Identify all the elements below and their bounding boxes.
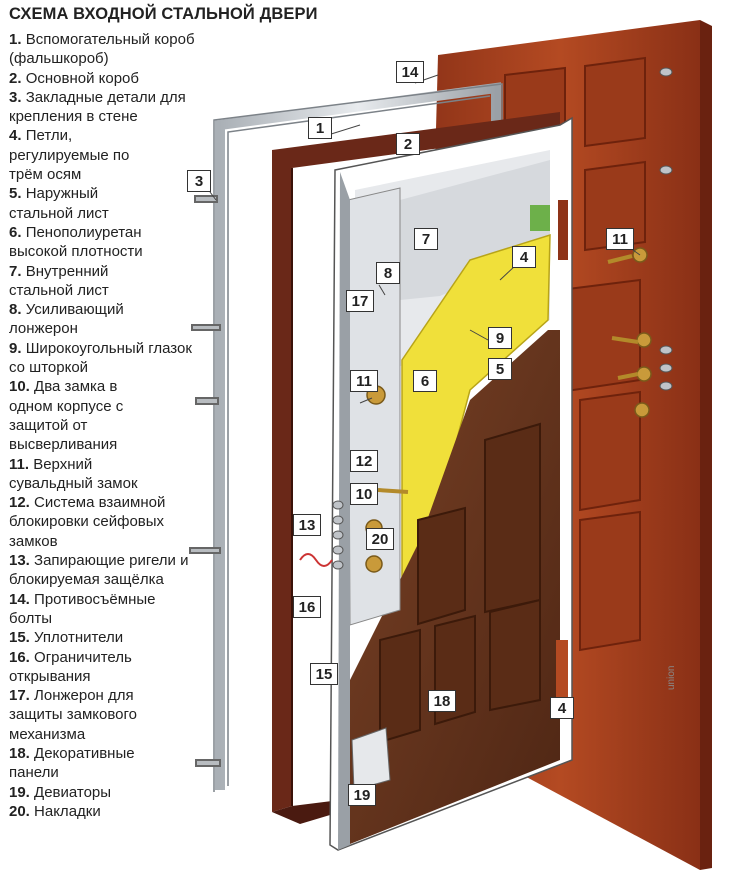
legend-item: 20. Накладки — [9, 802, 101, 820]
callout-11-outer: 11 — [606, 228, 634, 250]
legend-item: 6. Пенополиуретан высокой плотности — [9, 223, 143, 261]
callout-10: 10 — [350, 483, 378, 505]
callout-19: 19 — [348, 784, 376, 806]
locking-bolts — [332, 500, 344, 570]
callout-16: 16 — [293, 596, 321, 618]
main-frame — [272, 112, 560, 824]
callout-13: 13 — [293, 514, 321, 536]
callout-12: 12 — [350, 450, 378, 472]
legend-item: 5. Наружный стальной лист — [9, 185, 109, 222]
callout-14: 14 — [396, 61, 424, 83]
legend-item: 14. Противосъёмные болты — [9, 590, 156, 627]
legend-item: 10. Два замка в одном корпусе с защитой … — [9, 378, 124, 454]
callout-4-outer: 4 — [550, 697, 574, 719]
inner-door-leaf — [329, 116, 573, 851]
legend-item: 7. Внутренний стальной лист — [9, 262, 109, 299]
legend-item: 16. Ограничитель открывания — [9, 648, 132, 685]
deviator — [351, 727, 391, 791]
callout-15: 15 — [310, 663, 338, 685]
callout-2: 2 — [396, 133, 420, 155]
callout-20: 20 — [366, 528, 394, 550]
callout-17: 17 — [346, 290, 374, 312]
callout-7: 7 — [414, 228, 438, 250]
callout-3: 3 — [187, 170, 211, 192]
legend: 1. Вспомогательный короб (фальшкороб) 2.… — [9, 30, 209, 821]
callout-11: 11 — [350, 370, 378, 392]
legend-item: 2. Основной короб — [9, 69, 139, 87]
anti-removal-bolts — [659, 67, 673, 391]
legend-item: 15. Уплотнители — [9, 629, 124, 647]
legend-item: 1. Вспомогательный короб (фальшкороб) — [9, 31, 195, 68]
anchor-plates — [189, 195, 221, 767]
legend-item: 17. Лонжерон для защиты замкового механи… — [9, 687, 137, 743]
callout-18: 18 — [428, 690, 456, 712]
legend-item: 4. Петли, регулируемые по трём осям — [9, 127, 130, 184]
legend-item: 12. Система взаимной блокировки сейфовых… — [9, 494, 166, 550]
callout-8: 8 — [376, 262, 400, 284]
callout-4: 4 — [512, 246, 536, 268]
callout-1: 1 — [308, 117, 332, 139]
legend-item: 13. Запирающие ригели и блокируемая защё… — [9, 552, 189, 589]
auxiliary-frame-edge — [213, 83, 503, 792]
keys — [377, 254, 639, 494]
callout-9: 9 — [488, 327, 512, 349]
opening-limiter — [299, 553, 333, 567]
legend-item: 19. Девиаторы — [9, 783, 112, 801]
legend-item: 11. Верхний сувальдный замок — [9, 455, 138, 492]
callout-5: 5 — [488, 358, 512, 380]
legend-item: 18. Декоративные панели — [9, 744, 135, 782]
leader-lines — [209, 74, 641, 404]
diagram-title: СХЕМА ВХОДНОЙ СТАЛЬНОЙ ДВЕРИ — [9, 5, 318, 23]
callout-6: 6 — [413, 370, 437, 392]
legend-item: 8. Усиливающий лонжерон — [9, 301, 124, 338]
legend-item: 9. Широкоугольный глазок со шторкой — [9, 339, 192, 377]
auxiliary-frame — [215, 82, 501, 790]
legend-item: 3. Закладные детали для крепления в стен… — [9, 88, 186, 126]
watermark: union — [666, 665, 677, 690]
